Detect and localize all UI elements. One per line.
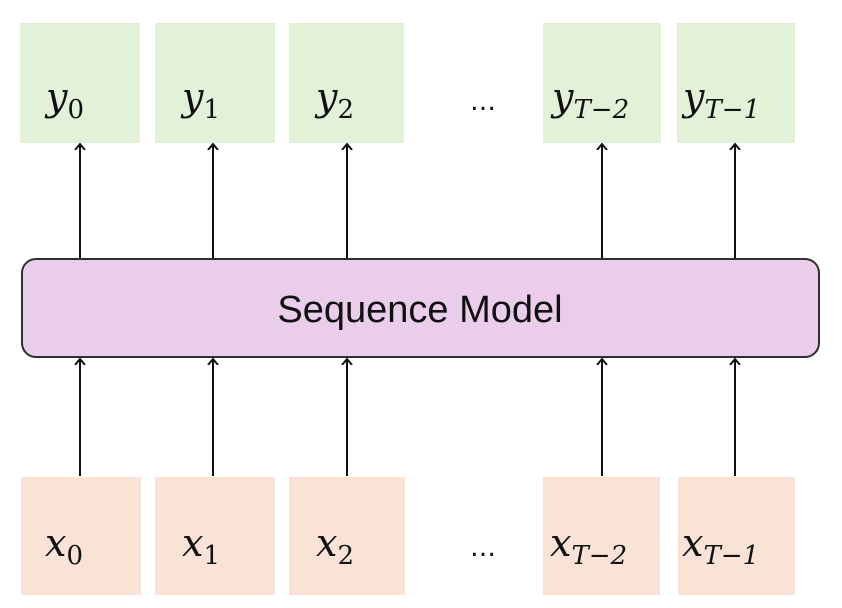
- input-label-3: xT−2: [550, 521, 627, 571]
- output-box-4: [677, 23, 795, 143]
- output-arrows: [80, 144, 735, 258]
- input-box-1: [155, 477, 275, 595]
- output-label-2: y2: [314, 75, 354, 125]
- input-label-4: xT−1: [682, 521, 759, 571]
- input-box-2: [289, 477, 405, 595]
- output-box-2: [289, 23, 404, 143]
- sequence-model: Sequence Model: [21, 258, 820, 358]
- input-label-0: x0: [45, 521, 83, 571]
- output-label-4: yT−1: [681, 75, 760, 125]
- input-ellipsis: …: [470, 533, 496, 563]
- output-row: y0 y1 y2 … yT−2 yT−1: [20, 23, 795, 143]
- input-box-0: [21, 477, 141, 595]
- output-box-0: [20, 23, 140, 143]
- input-row: x0 x1 x2 … xT−2 xT−1: [21, 477, 795, 595]
- sequence-model-label: Sequence Model: [277, 289, 562, 331]
- input-box-3: [543, 477, 660, 595]
- output-box-3: [543, 23, 661, 143]
- sequence-model-box: [21, 258, 820, 358]
- input-label-1: x1: [182, 521, 220, 571]
- input-arrows: [80, 359, 735, 476]
- input-box-4: [678, 477, 795, 595]
- output-ellipsis: …: [470, 87, 496, 117]
- output-label-1: y1: [180, 75, 220, 125]
- output-label-3: yT−2: [550, 75, 629, 125]
- output-label-0: y0: [44, 75, 84, 125]
- output-box-1: [155, 23, 275, 143]
- input-label-2: x2: [316, 521, 354, 571]
